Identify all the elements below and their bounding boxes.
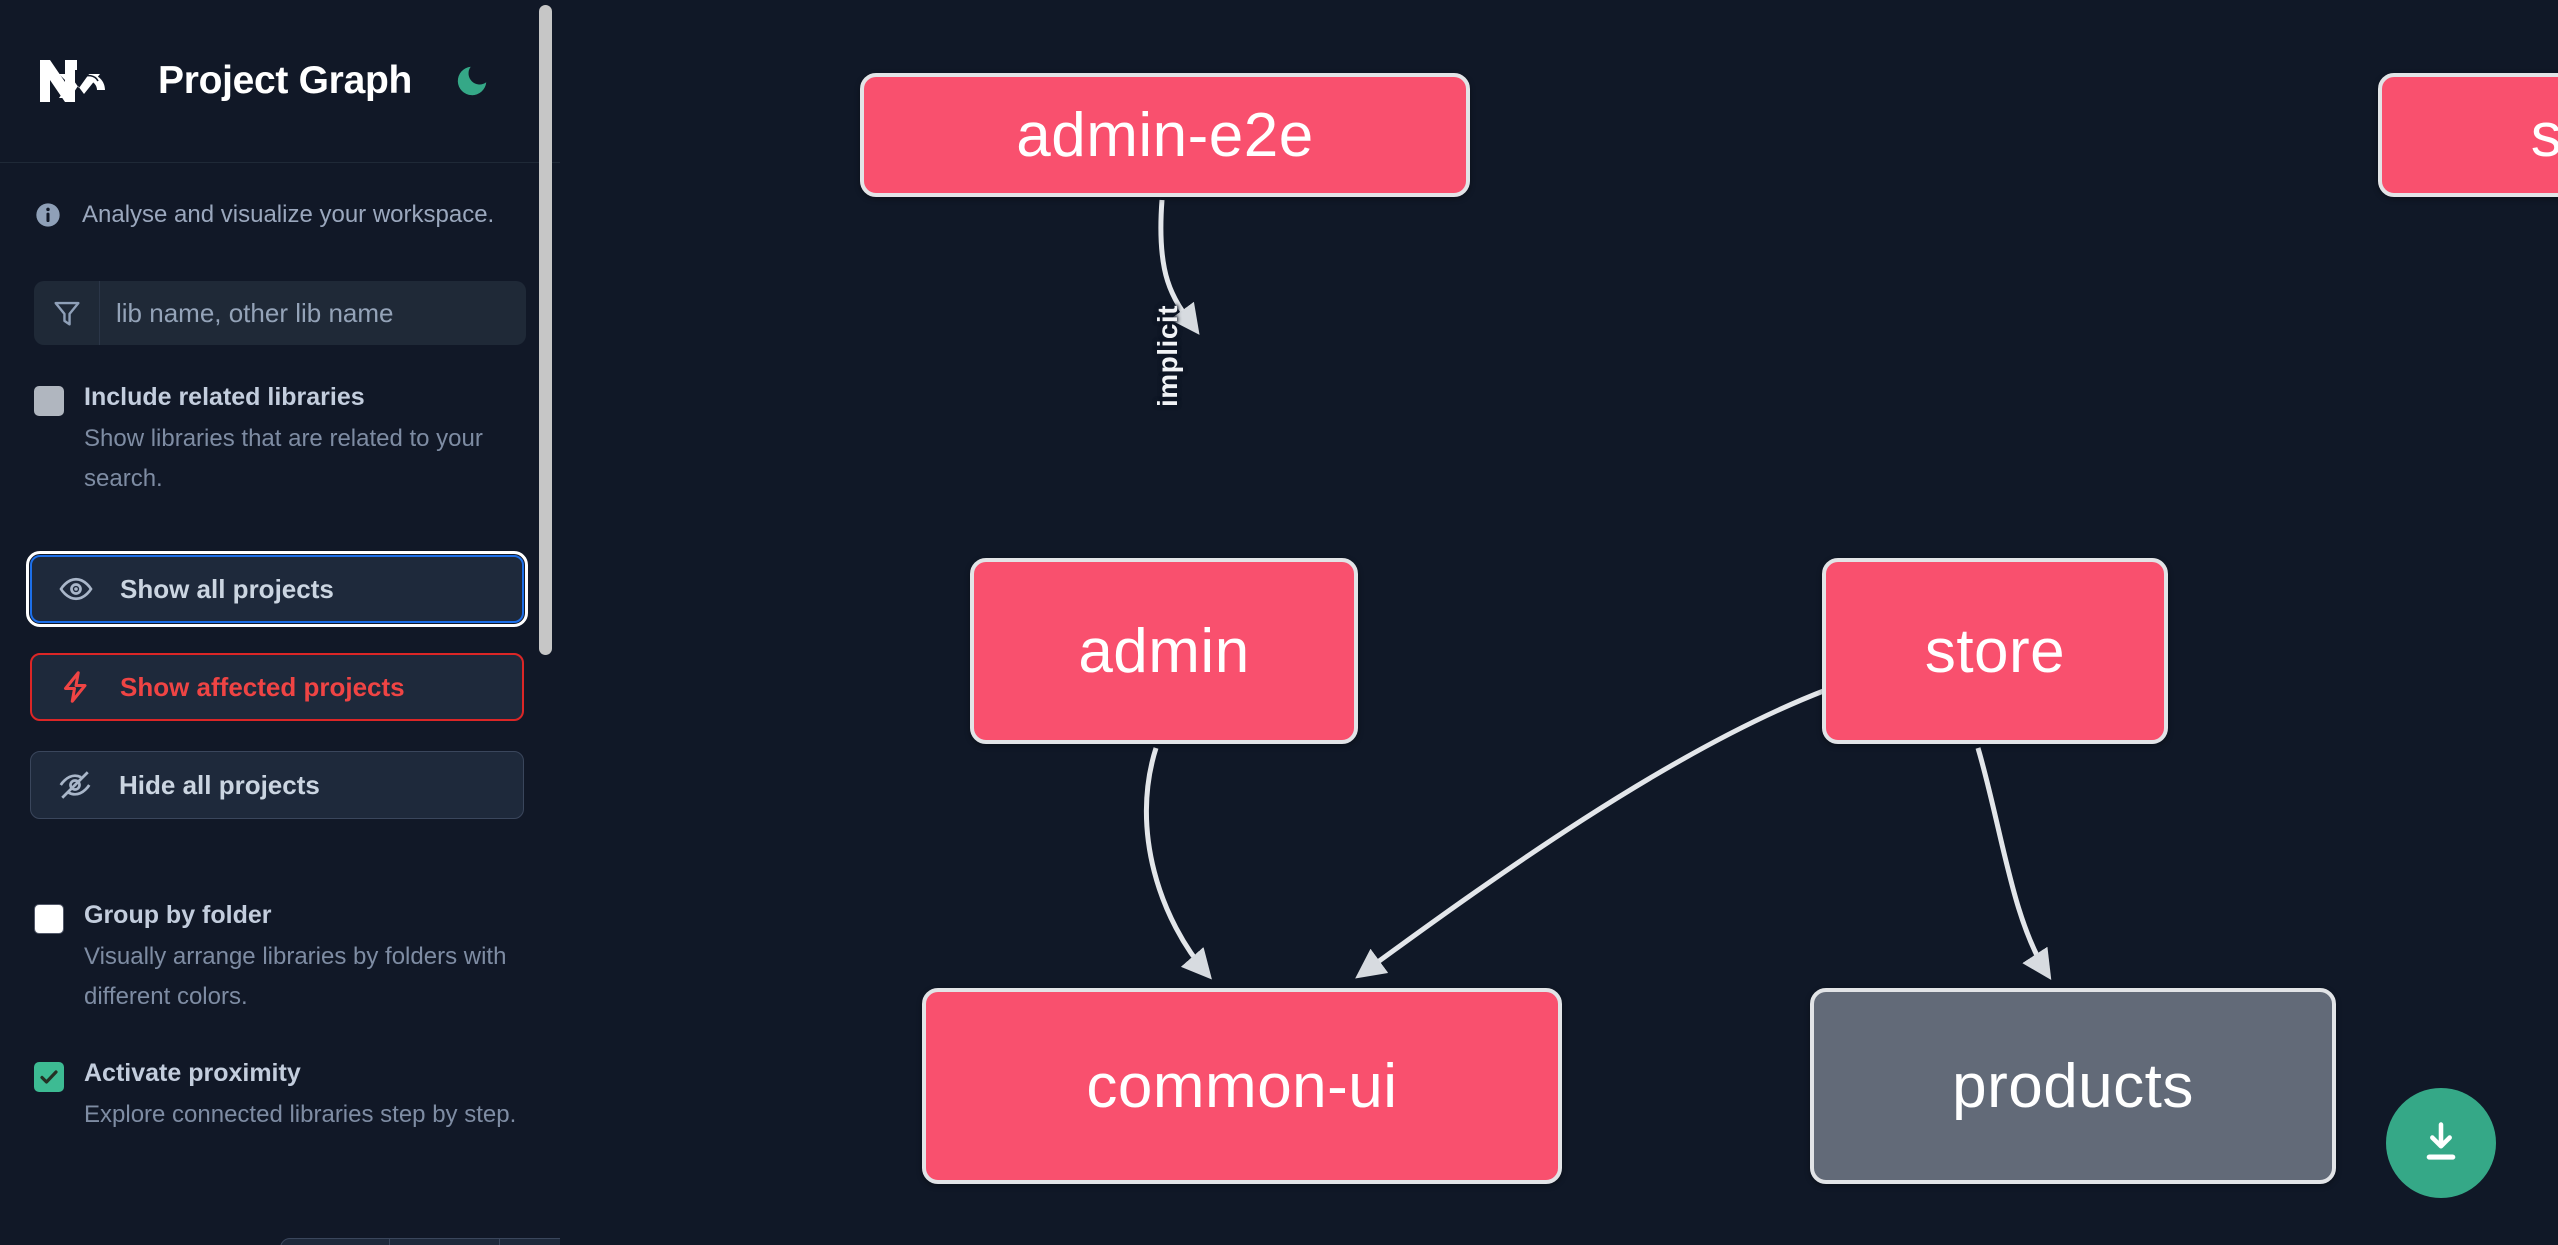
checkbox-label: Include related libraries [84, 383, 365, 411]
edge-label-admin-implicit: implicit [1152, 305, 1183, 408]
show-affected-projects-button[interactable]: Show affected projects [30, 653, 524, 721]
graph-node-admin[interactable]: admin [970, 558, 1358, 744]
graph-node-products[interactable]: products [1810, 988, 2336, 1184]
download-icon [2426, 1122, 2456, 1160]
show-all-projects-button[interactable]: Show all projects [26, 551, 528, 627]
activate-proximity-checkbox[interactable] [34, 1062, 64, 1092]
checkbox-activate-proximity[interactable]: Activate proximity Explore connected lib… [0, 1057, 560, 1135]
show-all-projects-label: Show all projects [120, 573, 334, 604]
funnel-glyph [53, 301, 80, 326]
activate-proximity-text: Activate proximity Explore connected lib… [84, 1057, 516, 1135]
download-graph-button[interactable] [2386, 1088, 2496, 1198]
node-label: store-e2e [2530, 100, 2558, 170]
checkbox-description: Visually arrange libraries by folders wi… [84, 943, 507, 1010]
filter-funnel-icon [34, 281, 100, 345]
nx-logo-icon [40, 60, 105, 102]
search-box[interactable] [34, 281, 526, 345]
node-label: common-ui [1086, 1051, 1398, 1121]
checkmark-icon [40, 1070, 58, 1084]
graph-edges [1143, 199, 2052, 981]
include-related-libraries-text: Include related libraries Show libraries… [84, 381, 524, 499]
group-by-folder-text: Group by folder Visually arrange librari… [84, 899, 524, 1017]
group-by-folder-checkbox[interactable] [34, 904, 64, 934]
hide-all-projects-button[interactable]: Hide all projects [30, 751, 524, 819]
workspace-subtitle: Analyse and visualize your workspace. [82, 201, 495, 228]
search-input[interactable] [100, 281, 526, 345]
checkbox-include-related-libraries[interactable]: Include related libraries Show libraries… [0, 381, 560, 499]
node-label: products [1952, 1051, 2194, 1121]
node-label: store [1924, 616, 2066, 686]
graph-node-store[interactable]: store [1822, 558, 2168, 744]
eye-icon [59, 577, 93, 601]
graph-node-admin-e2e[interactable]: admin-e2e [860, 73, 1470, 197]
graph-node-common-ui[interactable]: common-ui [922, 988, 1562, 1184]
graph-node-store-e2e[interactable]: store-e2e [2378, 73, 2558, 197]
projects-button-group: Show all projects Show affected projects… [0, 551, 560, 819]
page-title: Project Graph [158, 59, 412, 102]
graph-canvas[interactable]: admin-e2e store-e2e admin store common-u… [560, 0, 2558, 1245]
stepper-segment[interactable] [390, 1239, 500, 1245]
sidebar: Project Graph Analyse and visualize your… [0, 0, 560, 1245]
edge-store-common-ui [1355, 687, 1827, 979]
checkbox-description: Show libraries that are related to your … [84, 425, 483, 492]
node-label: admin-e2e [1016, 100, 1314, 170]
sidebar-scrollbar-thumb[interactable] [539, 5, 552, 655]
sidebar-header: Project Graph [0, 0, 560, 163]
edge-admin-e2e-admin [1158, 199, 1200, 335]
spacer [0, 849, 560, 863]
lightning-bolt-icon [64, 671, 87, 703]
show-affected-projects-label: Show affected projects [120, 671, 405, 702]
include-related-libraries-checkbox[interactable] [34, 386, 64, 416]
checkbox-description: Explore connected libraries step by step… [84, 1101, 517, 1128]
node-label: admin [1078, 616, 1250, 686]
info-icon [36, 203, 60, 227]
checkbox-label: Activate proximity [84, 1059, 301, 1087]
moon-glyph [457, 66, 487, 96]
checkbox-label: Group by folder [84, 901, 272, 929]
eye-off-icon [59, 771, 91, 799]
workspace-subtitle-row: Analyse and visualize your workspace. [0, 163, 560, 229]
moon-icon[interactable] [449, 58, 495, 104]
edge-store-products [1975, 747, 2052, 981]
sidebar-scrollbar[interactable] [537, 0, 554, 1245]
proximity-stepper-control[interactable] [280, 1238, 560, 1245]
checkbox-group-by-folder[interactable]: Group by folder Visually arrange librari… [0, 899, 560, 1017]
hide-all-projects-label: Hide all projects [119, 769, 320, 800]
sidebar-content: Project Graph Analyse and visualize your… [0, 0, 560, 1245]
stepper-segment[interactable] [281, 1239, 391, 1245]
edge-admin-common-ui [1143, 747, 1212, 980]
